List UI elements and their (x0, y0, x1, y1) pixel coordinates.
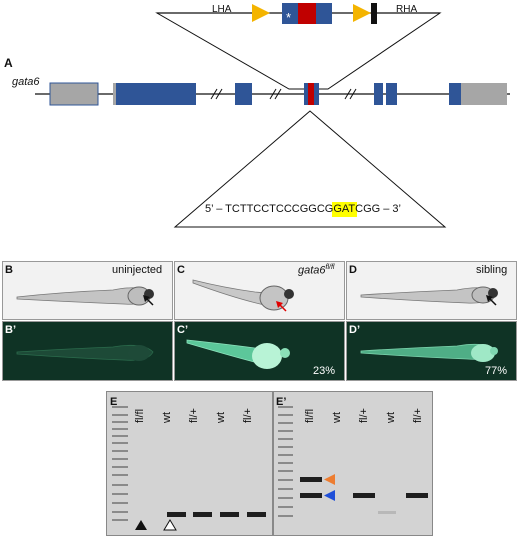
panel-cp-label: C’ (177, 324, 188, 336)
panel-c-caption: gata6fl/fl (298, 264, 334, 277)
cassette-zoom-outline (155, 12, 442, 90)
gel-e-prime-lane-5: fl/+ (412, 408, 424, 423)
lha-label: LHA (212, 4, 232, 15)
heart-arrow-c (276, 301, 287, 312)
gene-name: gata6 (12, 76, 40, 88)
panel-d-caption: sibling (476, 264, 508, 276)
utr-5prime (49, 82, 99, 106)
larva-fluor-b (16, 344, 154, 361)
gel-e (106, 391, 273, 536)
heart-arrow-d (486, 295, 497, 306)
exon-2 (113, 83, 196, 105)
larva-brightfield-b (16, 286, 154, 306)
exon-5 (374, 83, 383, 105)
gel-e-prime-faint-band (378, 511, 396, 514)
larva-fluor-d (360, 343, 498, 362)
gel-e-lane-3: fl/+ (188, 408, 200, 423)
panel-c-caption-genotype: fl/fl (325, 264, 335, 271)
cassette-insert (298, 3, 316, 24)
gel-e-lane-1: fl/fl (134, 408, 146, 423)
panel-b-caption: uninjected (112, 264, 163, 276)
panel-bp-label: B’ (5, 324, 16, 336)
guide-seq-5prime: 5’ – TCTTCCTCCCGGCGGAT (205, 203, 356, 215)
gel-e-prime-sample-bands (300, 477, 428, 498)
pam-highlight (332, 202, 357, 217)
gel-e-sample-bands (167, 512, 266, 517)
target-site (308, 83, 314, 105)
gel-e-prime (273, 391, 433, 536)
panel-dp-label: D’ (349, 324, 360, 336)
gel-e-prime-lane-2: wt (331, 412, 343, 423)
gel-e-prime-lane-3: fl/+ (358, 408, 370, 423)
cassette-exon-right (316, 3, 332, 24)
cassette-asterisk: * (286, 10, 292, 25)
loxp-site-right (353, 4, 371, 22)
exon-6 (386, 83, 397, 105)
larva-fluor-c (186, 339, 290, 369)
gene-diagram (35, 3, 510, 228)
exon-3 (235, 83, 252, 105)
gel-e-lane-2: wt (161, 412, 173, 423)
panel-dp-percent: 77% (485, 365, 508, 377)
panel-bp-image (2, 321, 173, 381)
gel-e-prime-lane-1: fl/fl (304, 408, 316, 423)
exon-2-utr-edge (113, 83, 116, 105)
gel-e-ladder (112, 406, 128, 521)
gel-e-bands (112, 406, 266, 531)
gel-e-lane-4: wt (215, 412, 227, 423)
gel-e-prime-label: E’ (276, 396, 287, 408)
panel-cp-percent: 23% (313, 365, 336, 377)
guide-seq-3prime: – 3’ (380, 203, 401, 215)
panel-b-image (2, 261, 173, 320)
heart-arrow-b (143, 295, 154, 306)
cassette-marker (371, 3, 377, 24)
guide-zoom-outline (173, 110, 447, 228)
panel-d-label: D (349, 264, 357, 276)
panel-d-image (346, 261, 517, 320)
panel-cp-image (174, 321, 345, 381)
guide-sequence: 5’ – TCTTCCTCCCGGCGGATCGG – 3’ (205, 203, 401, 215)
panel-c-caption-gene: gata6 (298, 264, 326, 277)
gel-e-lane-5: fl/+ (242, 408, 254, 423)
bf-arrows (143, 295, 497, 312)
larva-brightfield-d (360, 286, 498, 304)
panel-dp-image (346, 321, 517, 381)
panel-a-label: A (4, 56, 13, 70)
intron-break-marks (210, 88, 357, 100)
gel-e-white-arrowhead (163, 519, 177, 531)
gel-e-prime-ladder (278, 406, 293, 517)
gel-e-prime-bands (278, 406, 428, 517)
rha-label: RHA (396, 4, 418, 15)
loxp-site-left (252, 4, 270, 22)
cassette-exon-left (282, 3, 298, 24)
utr-3prime (449, 83, 507, 105)
upper-band-arrowhead (324, 474, 335, 485)
gel-e-label: E (110, 396, 118, 408)
lower-band-arrowhead (324, 490, 335, 501)
gel-e-black-arrowhead (135, 520, 147, 530)
exon-last-coding (449, 83, 461, 105)
guide-pam: CGG (355, 203, 381, 215)
panel-c-label: C (177, 264, 185, 276)
panel-b-label: B (5, 264, 13, 276)
gel-e-prime-lane-4: wt (385, 412, 397, 423)
